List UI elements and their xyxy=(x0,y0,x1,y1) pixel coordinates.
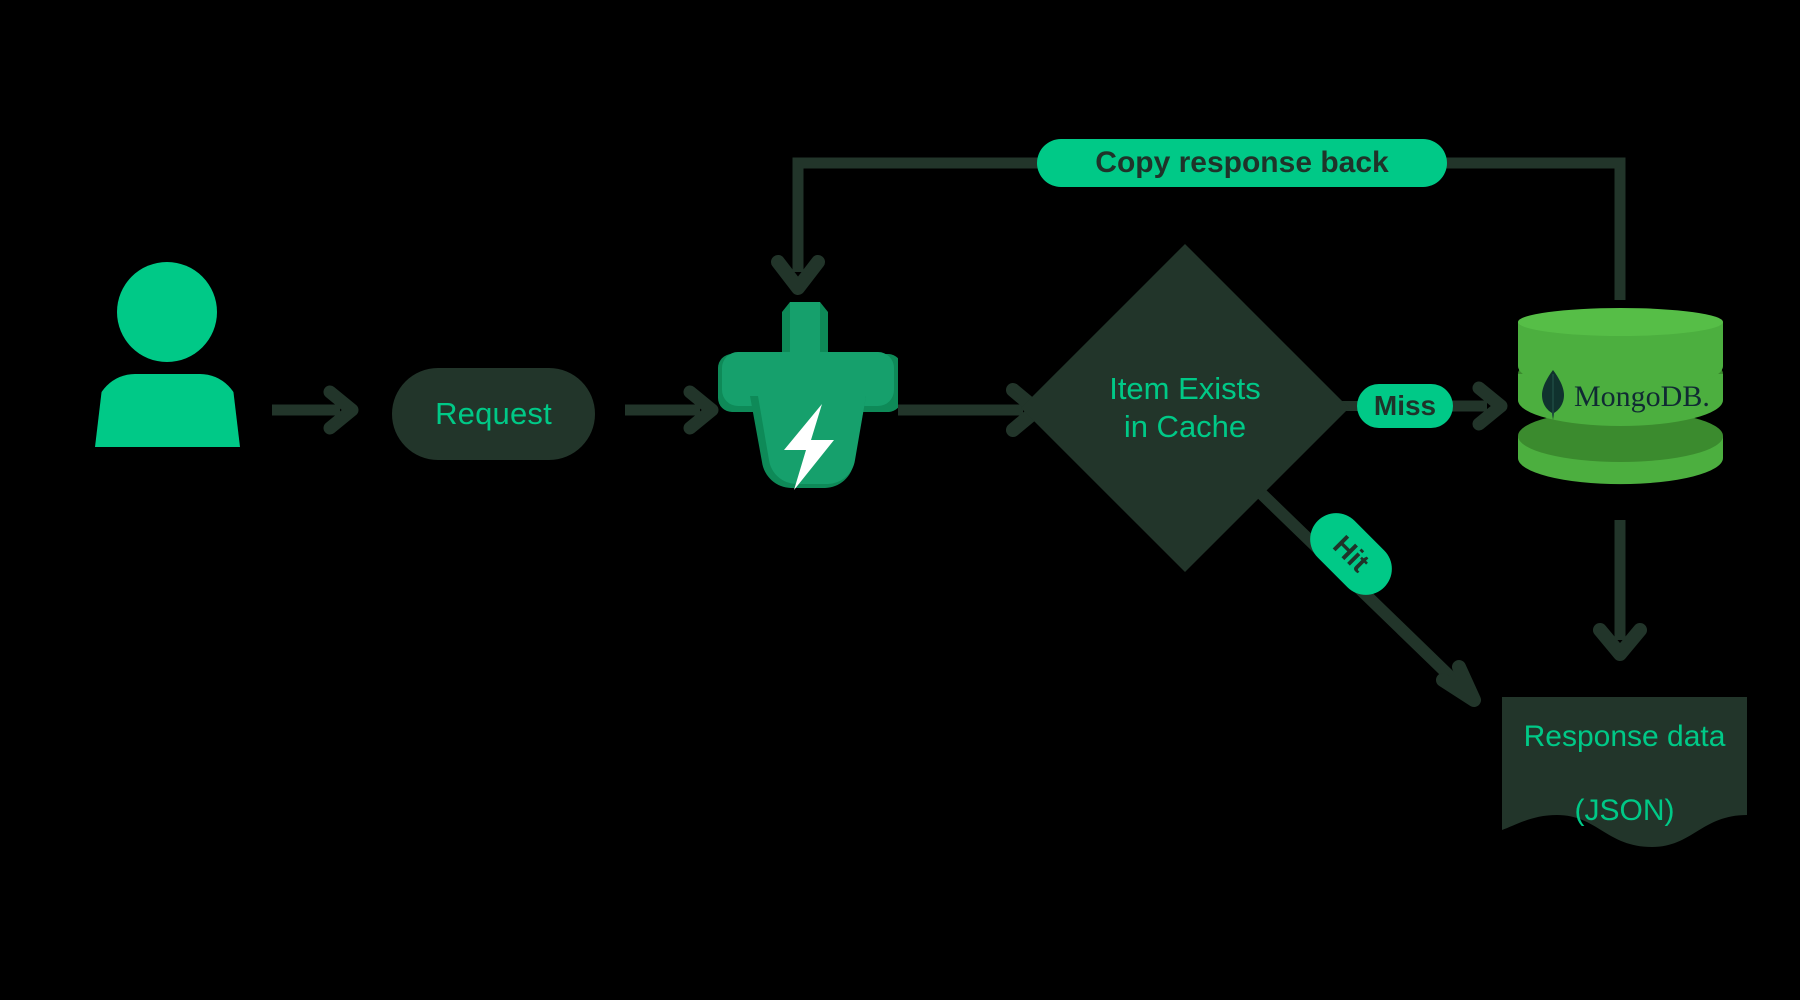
decision-node[interactable]: Item Exists in Cache xyxy=(1020,243,1350,573)
request-label: Request xyxy=(435,396,552,431)
user-body-shape xyxy=(95,374,240,447)
response-label-line1: Response data xyxy=(1523,720,1726,754)
mongodb-wordmark: MongoDB. xyxy=(1574,380,1710,413)
edge-cache-to-decision xyxy=(898,383,1044,437)
request-node[interactable]: Request xyxy=(392,368,595,460)
edge-database-to-response xyxy=(1593,520,1647,661)
decision-label-line1: Item Exists xyxy=(1109,371,1261,407)
copy-response-back-text: Copy response back xyxy=(1095,146,1389,179)
miss-label-text: Miss xyxy=(1373,390,1437,421)
cache-bolt-icon[interactable] xyxy=(718,300,902,490)
hit-label-text: Hit xyxy=(1327,529,1376,578)
response-label: Response data (JSON) xyxy=(1502,697,1747,826)
decision-label: Item Exists in Cache xyxy=(1043,292,1327,524)
decision-label-line2: in Cache xyxy=(1123,409,1247,444)
mongodb-leaf-icon xyxy=(1542,370,1564,420)
edge-label-miss[interactable]: Miss xyxy=(1357,384,1453,428)
edge-user-to-request xyxy=(272,385,359,435)
response-label-line2: (JSON) xyxy=(1574,793,1675,827)
user-head-shape xyxy=(117,262,217,362)
database-node[interactable]: MongoDB. xyxy=(1518,308,1723,498)
response-node[interactable]: Response data (JSON) xyxy=(1502,697,1747,849)
edge-label-copy-response-back[interactable]: Copy response back xyxy=(1037,139,1447,187)
user-icon xyxy=(95,262,240,447)
edge-request-to-cache xyxy=(625,385,719,435)
